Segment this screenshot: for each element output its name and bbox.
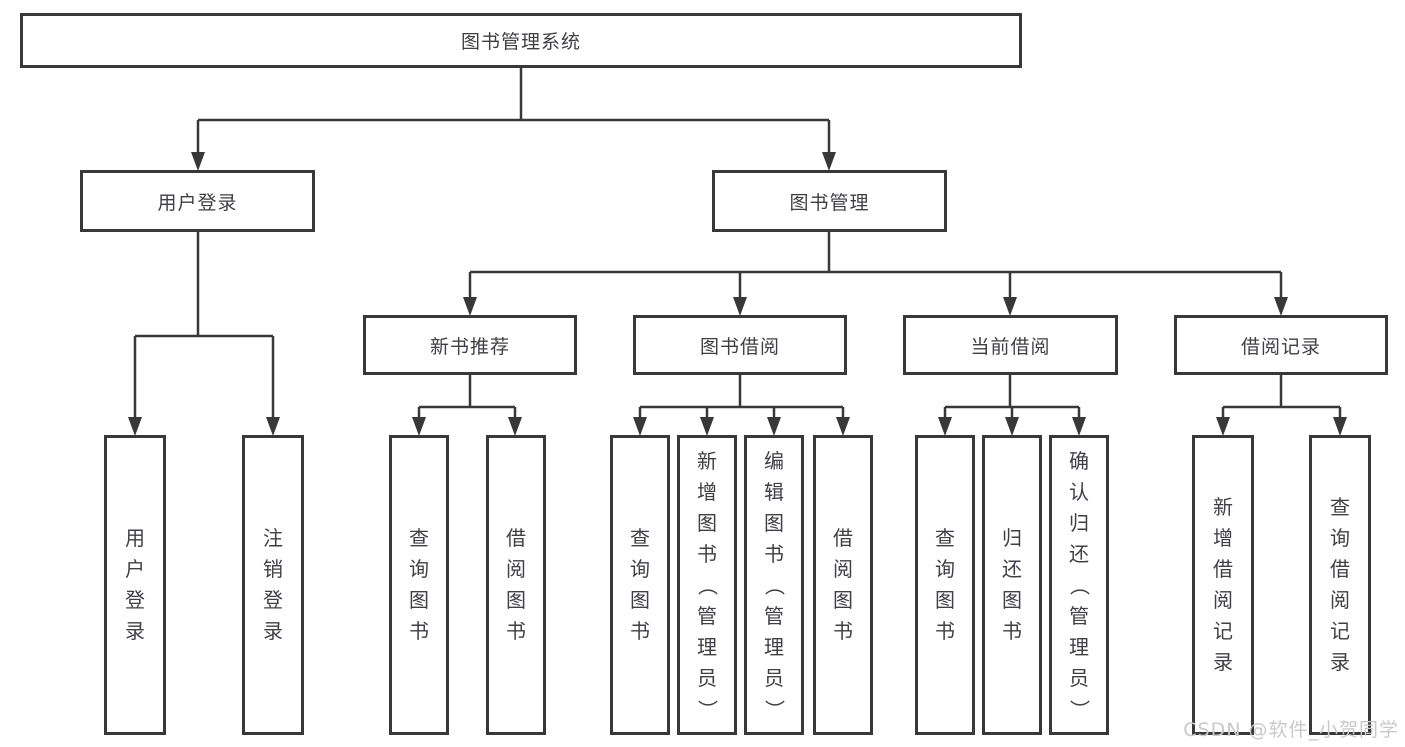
arrow-down-icon <box>266 417 280 436</box>
node-current-borrow-label: 当前借阅 <box>970 335 1051 358</box>
connector-current-borrow-to-leaves <box>943 375 1081 430</box>
node-new-book-recommend: 新书推荐 <box>363 315 577 375</box>
leaf-nb-borrow-books: 借阅图书 <box>486 435 546 735</box>
arrow-down-icon <box>1216 417 1230 436</box>
arrow-down-icon <box>508 417 522 436</box>
node-user-login-label: 用户登录 <box>157 191 238 214</box>
leaf-nb-query-books: 查询图书 <box>389 435 449 735</box>
arrow-down-icon <box>1274 297 1288 316</box>
leaf-cb-confirm-return-admin: 确认归还（管理员） <box>1049 435 1109 735</box>
node-user-login: 用户登录 <box>80 170 315 232</box>
connector-new-books-to-leaves <box>417 375 517 430</box>
connector-borrow-records-to-leaves <box>1221 375 1342 430</box>
arrow-down-icon <box>412 417 426 436</box>
arrow-down-icon <box>1333 417 1347 436</box>
connector-user-login-to-leaves <box>133 232 275 430</box>
watermark: CSDN @软件_小贺同学 <box>1183 719 1399 741</box>
leaf-logout: 注销登录 <box>242 435 304 735</box>
arrow-down-icon <box>938 417 952 436</box>
connector-book-mgmt-to-level3 <box>468 232 1283 310</box>
connector-root-to-level2 <box>196 68 831 166</box>
leaf-user-login-label: 用户登录 <box>125 526 145 643</box>
node-book-borrow-label: 图书借阅 <box>699 335 780 358</box>
leaf-bb-edit-books-admin-label: 编辑图书（管理员） <box>762 448 787 720</box>
leaf-bb-borrow-books: 借阅图书 <box>813 435 873 735</box>
arrow-down-icon <box>822 152 836 171</box>
arrow-down-icon <box>1072 417 1086 436</box>
node-new-book-recommend-label: 新书推荐 <box>429 335 510 358</box>
leaf-cb-return-books: 归还图书 <box>982 435 1042 735</box>
node-borrow-records-label: 借阅记录 <box>1240 335 1321 358</box>
node-borrow-records: 借阅记录 <box>1174 315 1388 375</box>
node-root-system: 图书管理系统 <box>20 13 1022 68</box>
leaf-nb-query-books-label: 查询图书 <box>409 526 429 643</box>
arrow-down-icon <box>836 417 850 436</box>
leaf-cb-confirm-return-admin-label: 确认归还（管理员） <box>1067 448 1092 720</box>
leaf-bb-add-books-admin-label: 新增图书（管理员） <box>695 448 720 720</box>
leaf-cb-query-books: 查询图书 <box>915 435 975 735</box>
leaf-cb-query-books-label: 查询图书 <box>935 526 955 643</box>
node-current-borrow: 当前借阅 <box>903 315 1118 375</box>
leaf-br-add-record-label: 新增借阅记录 <box>1213 495 1233 674</box>
leaf-cb-return-books-label: 归还图书 <box>1002 526 1022 643</box>
arrow-down-icon <box>1005 417 1019 436</box>
leaf-bb-borrow-books-label: 借阅图书 <box>833 526 853 643</box>
arrow-down-icon <box>700 417 714 436</box>
leaf-user-login: 用户登录 <box>104 435 166 735</box>
node-book-management-label: 图书管理 <box>789 191 870 214</box>
leaf-nb-borrow-books-label: 借阅图书 <box>506 526 526 643</box>
leaf-bb-query-books-label: 查询图书 <box>630 526 650 643</box>
leaf-bb-query-books: 查询图书 <box>610 435 670 735</box>
connector-book-borrow-to-leaves <box>638 375 845 430</box>
arrow-down-icon <box>767 417 781 436</box>
leaf-br-query-record-label: 查询借阅记录 <box>1330 495 1350 674</box>
leaf-bb-add-books-admin: 新增图书（管理员） <box>677 435 737 735</box>
arrow-down-icon <box>191 152 205 171</box>
arrow-down-icon <box>1003 297 1017 316</box>
leaf-bb-edit-books-admin: 编辑图书（管理员） <box>744 435 804 735</box>
node-root-label: 图书管理系统 <box>460 31 581 53</box>
leaf-br-add-record: 新增借阅记录 <box>1192 435 1254 735</box>
arrow-down-icon <box>733 297 747 316</box>
arrow-down-icon <box>463 297 477 316</box>
leaf-logout-label: 注销登录 <box>263 526 283 643</box>
arrow-down-icon <box>633 417 647 436</box>
arrow-down-icon <box>128 417 142 436</box>
node-book-borrow: 图书借阅 <box>633 315 847 375</box>
node-book-management: 图书管理 <box>712 170 947 232</box>
leaf-br-query-record: 查询借阅记录 <box>1309 435 1371 735</box>
